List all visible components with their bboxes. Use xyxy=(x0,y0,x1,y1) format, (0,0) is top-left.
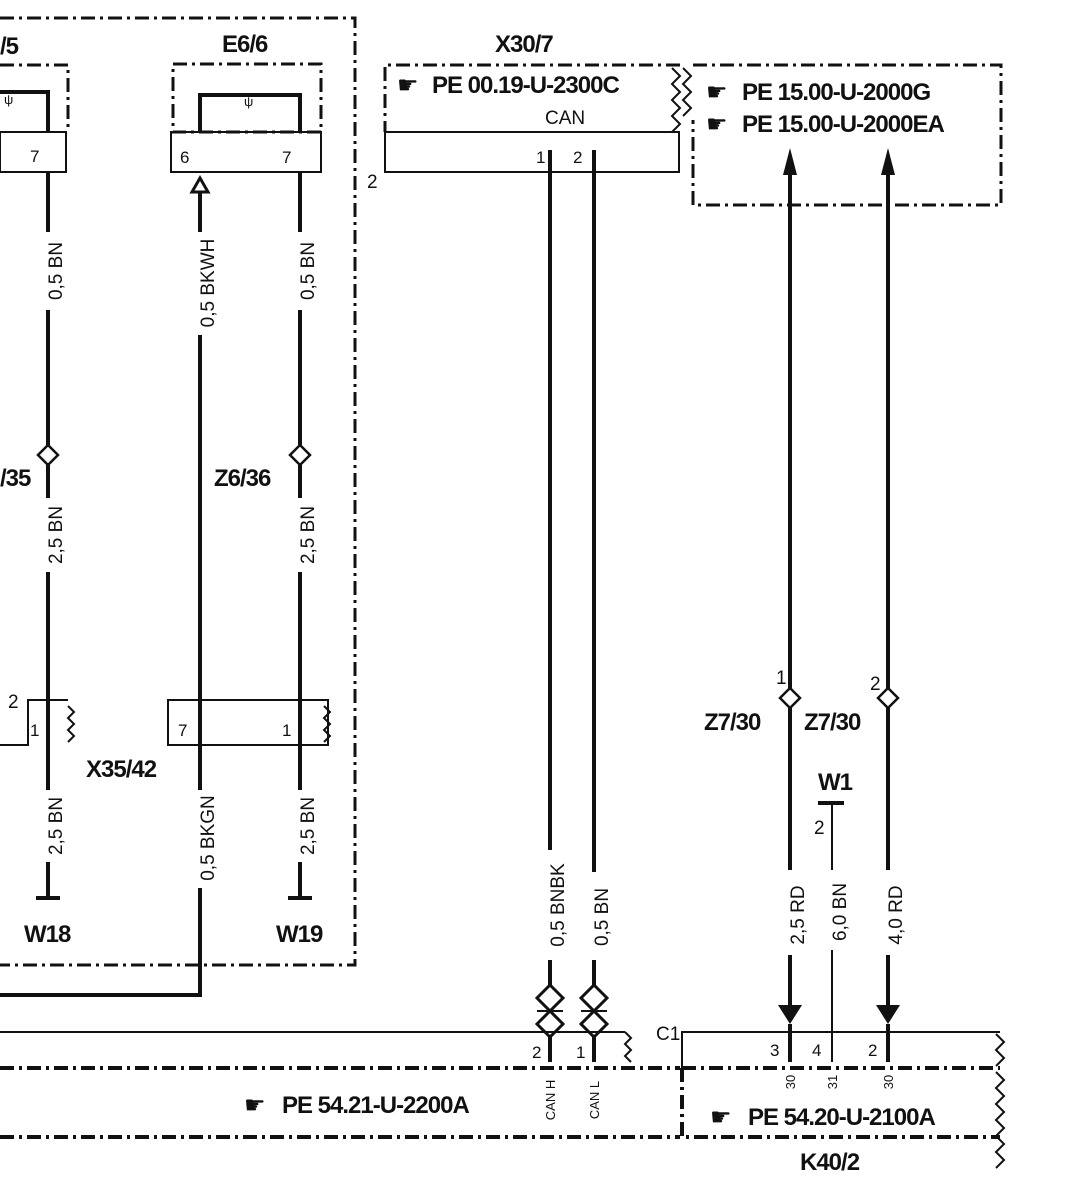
terminal-label: 30 xyxy=(783,1075,798,1089)
pointing-hand-icon: ☛ xyxy=(706,111,727,138)
arrow-up-icon xyxy=(881,148,895,175)
pin-label: 7 xyxy=(282,148,291,167)
pin-label: 2 xyxy=(573,148,582,167)
pin-label: 2 xyxy=(868,1041,877,1060)
break-symbol xyxy=(670,67,682,133)
pin-label: 2 xyxy=(367,172,378,193)
splice-symbol xyxy=(578,982,610,1014)
pointing-hand-icon: ☛ xyxy=(706,79,727,106)
pointing-hand-icon: ☛ xyxy=(710,1104,731,1131)
splice-label-z6-36: Z6/36 xyxy=(214,465,271,492)
pin-label: 1 xyxy=(536,148,545,167)
wire-label: 2,5 RD xyxy=(788,885,809,944)
ground-label-w1: W1 xyxy=(818,769,853,796)
splice-label-z7-30: Z7/30 xyxy=(704,709,761,736)
wire-label: 4,0 RD xyxy=(886,885,907,944)
pin-label: 3 xyxy=(770,1041,779,1060)
wire-c: 0,5 BN 2,5 BN 2,5 BN Z6/36 W19 xyxy=(214,172,324,948)
wire-label: 0,5 BN xyxy=(298,242,319,300)
component-label-k40-2: K40/2 xyxy=(800,1149,860,1176)
wire-can-h: 0,5 BNBK xyxy=(534,150,569,1062)
component-label-e6-5: /5 xyxy=(0,33,19,60)
arrow-down-icon xyxy=(876,1005,900,1024)
reference-x30: PE 00.19-U-2300C xyxy=(432,72,619,99)
wire-label: 2,5 BN xyxy=(298,506,319,564)
wire-rd-1: 1 Z7/30 2,5 RD xyxy=(704,148,809,1062)
reference-2000ea: PE 15.00-U-2000EA xyxy=(742,111,944,138)
wire-label: 0,5 BKWH xyxy=(198,239,219,328)
wire-can-l: 0,5 BN xyxy=(578,150,613,1062)
pin-label: 2 xyxy=(532,1043,541,1062)
pin-label: 1 xyxy=(282,721,291,740)
component-label-x35-42: X35/42 xyxy=(86,756,157,783)
diode-symbol xyxy=(189,174,211,194)
terminal-label: 31 xyxy=(825,1075,840,1089)
pin-label: 7 xyxy=(178,721,187,740)
switch-symbol: ψ xyxy=(244,94,253,109)
pin-label: 1 xyxy=(776,668,787,689)
terminal-label: 30 xyxy=(881,1075,896,1089)
reference-box-15-00: ☛ PE 15.00-U-2000G ☛ PE 15.00-U-2000EA xyxy=(681,63,1003,207)
component-x30-7: X30/7 ☛ PE 00.19-U-2300C CAN 1 2 2 xyxy=(367,31,682,193)
wire-label: 0,5 BN xyxy=(46,242,67,300)
pin-label: 2 xyxy=(814,818,825,839)
wire-a: 0,5 BN 2,5 BN 2,5 BN /35 W18 xyxy=(0,172,72,948)
splice-symbol xyxy=(534,982,566,1014)
pin-label: 1 xyxy=(576,1043,585,1062)
reference-2100a: PE 54.20-U-2100A xyxy=(748,1104,935,1131)
pin-label: 6 xyxy=(180,148,189,167)
wire-b: 0,5 BKWH 0,5 BKGN xyxy=(0,192,219,997)
ground-label-w19: W19 xyxy=(276,921,323,948)
switch-symbol: ψ xyxy=(4,92,13,107)
splice-symbol xyxy=(876,686,900,710)
component-e6-6: E6/6 6 7 ψ xyxy=(170,31,323,194)
component-e6-5: /5 7 ψ xyxy=(0,33,70,173)
wire-label: 0,5 BKGN xyxy=(198,795,219,881)
pin-label: 2 xyxy=(8,692,19,713)
reference-2000g: PE 15.00-U-2000G xyxy=(742,79,930,106)
splice-symbol xyxy=(578,1008,610,1040)
connector-label-c1: C1 xyxy=(656,1024,680,1045)
can-label: CAN xyxy=(545,108,585,129)
pin-label: 2 xyxy=(870,674,881,695)
wire-w1: W1 2 6,0 BN xyxy=(814,769,854,1062)
pin-label: 7 xyxy=(30,147,39,166)
module-2200a: 2 1 CAN H CAN L ☛ PE 54.21-U-2200A xyxy=(0,1031,680,1139)
wire-label: 0,5 BN xyxy=(592,888,613,946)
reference-2200a: PE 54.21-U-2200A xyxy=(282,1092,469,1119)
splice-symbol xyxy=(534,1008,566,1040)
wire-label: 0,5 BNBK xyxy=(548,863,569,947)
module-k40-2: C1 3 4 2 30 31 30 ☛ PE 54.20-U-2100A K40… xyxy=(656,1024,1006,1176)
splice-symbol xyxy=(778,686,802,710)
arrow-down-icon xyxy=(778,1005,802,1024)
splice-label-z7-30: Z7/30 xyxy=(804,709,861,736)
component-label-x30-7: X30/7 xyxy=(495,31,553,58)
terminal-label: CAN H xyxy=(543,1080,558,1120)
component-label-e6-6: E6/6 xyxy=(222,31,268,58)
wire-label: 6,0 BN xyxy=(830,883,851,941)
enclosure-frame xyxy=(0,16,357,967)
terminal-label: CAN L xyxy=(587,1081,602,1119)
pointing-hand-icon: ☛ xyxy=(244,1092,265,1119)
wire-label: 2,5 BN xyxy=(298,797,319,855)
connector-x35-42: 2 1 7 1 X35/42 xyxy=(0,692,332,783)
ground-label-w18: W18 xyxy=(24,921,71,948)
wire-label: 2,5 BN xyxy=(46,797,67,855)
splice-symbol xyxy=(36,443,60,467)
wire-rd-2: 2 Z7/30 4,0 RD xyxy=(804,148,907,1062)
pin-label: 4 xyxy=(812,1041,821,1060)
splice-symbol xyxy=(288,443,312,467)
arrow-up-icon xyxy=(783,148,797,175)
pointing-hand-icon: ☛ xyxy=(397,72,418,99)
wire-label: 2,5 BN xyxy=(46,506,67,564)
pin-label: 1 xyxy=(30,721,39,740)
splice-label-z6-35: /35 xyxy=(0,465,31,492)
